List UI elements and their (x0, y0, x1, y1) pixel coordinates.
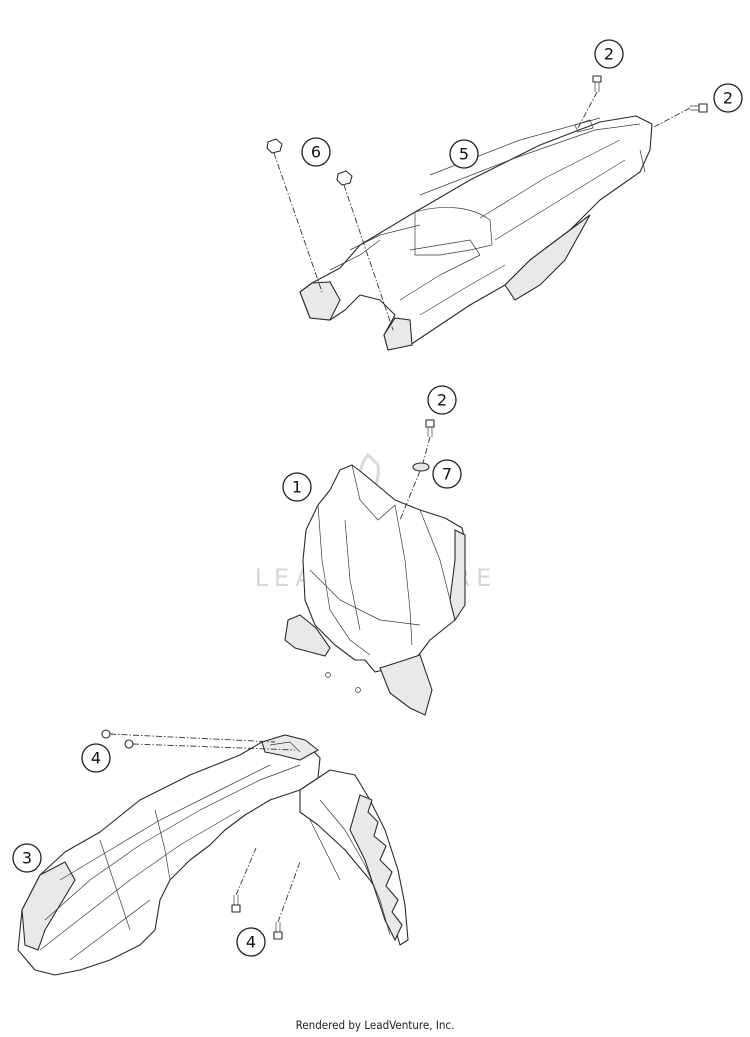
screw-plate (425, 419, 435, 437)
washer-plate (412, 462, 430, 472)
nut-rear-right (336, 170, 353, 186)
callout-7: 7 (432, 459, 462, 489)
callout-5-label: 5 (459, 145, 469, 164)
callout-1-label: 1 (292, 478, 302, 497)
callout-6-label: 6 (311, 143, 321, 162)
callout-7-label: 7 (442, 465, 452, 484)
nut-rear-left (266, 138, 283, 154)
callout-4-front-bottom: 4 (236, 927, 266, 957)
fasteners (101, 75, 708, 940)
callout-1: 1 (282, 472, 312, 502)
screw-front-top2 (124, 739, 134, 749)
callout-4-front-bottom-label: 4 (246, 933, 256, 952)
footer-credit: Rendered by LeadVenture, Inc. (295, 1018, 455, 1032)
callout-2-rear-top: 2 (594, 39, 624, 69)
screw-front-bottom2 (273, 922, 283, 940)
screw-rear-side (690, 103, 708, 113)
callout-3: 3 (12, 843, 42, 873)
screw-rear-top (592, 75, 602, 92)
callout-2-rear-side-label: 2 (723, 89, 733, 108)
rear-fender (299, 115, 653, 351)
callout-4-front-top-label: 4 (91, 749, 101, 768)
callout-2-rear-side: 2 (713, 83, 743, 113)
callout-3-label: 3 (22, 849, 32, 868)
callout-4-front-top: 4 (81, 743, 111, 773)
number-plate (284, 464, 466, 716)
callouts: 2 2 6 5 2 7 1 4 (12, 39, 743, 957)
callout-2-plate-label: 2 (437, 391, 447, 410)
screw-front-top1 (101, 729, 111, 739)
front-fender (17, 734, 409, 976)
screw-front-bottom1 (231, 895, 241, 913)
callout-2-plate: 2 (427, 385, 457, 415)
callout-6: 6 (301, 137, 331, 167)
callout-5: 5 (449, 139, 479, 169)
leader-lines (109, 91, 691, 923)
callout-2-rear-top-label: 2 (604, 45, 614, 64)
